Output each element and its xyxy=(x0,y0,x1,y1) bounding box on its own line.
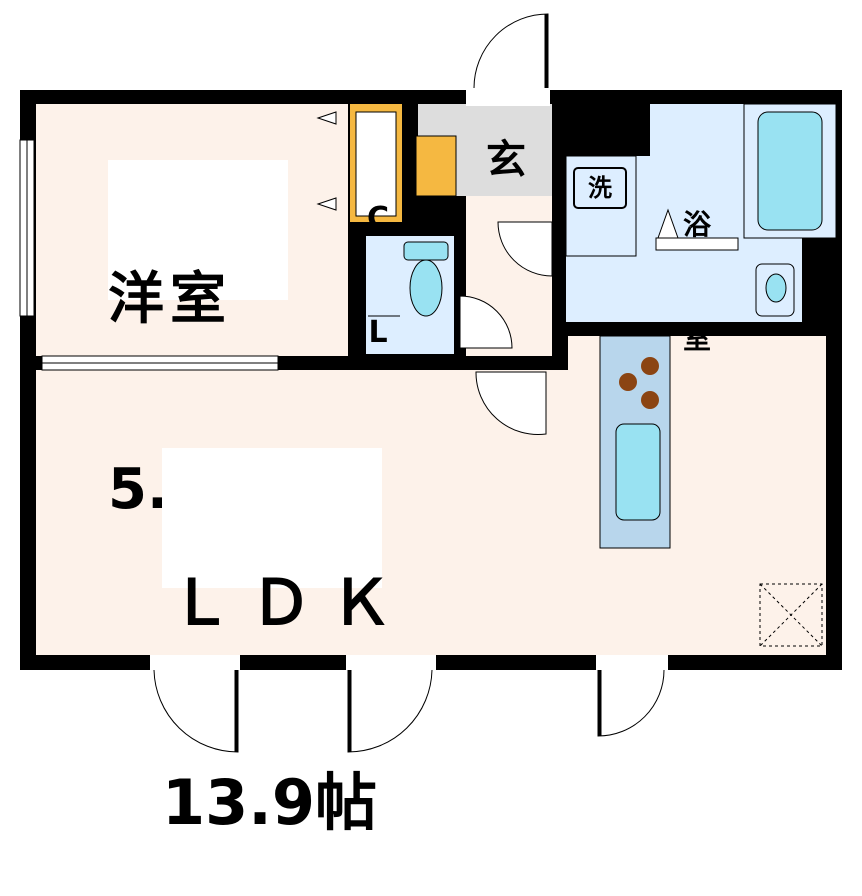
toilet-tank xyxy=(403,241,449,261)
front-door-swing xyxy=(473,13,549,89)
stove-burner-2 xyxy=(619,373,637,391)
entrance-step xyxy=(418,104,458,126)
stove-burner-1 xyxy=(641,357,659,375)
storage-box-cross-2 xyxy=(759,583,823,647)
entrance-storage xyxy=(415,135,457,197)
bathroom-label-bottom: 室 xyxy=(682,322,711,355)
stove-burner-3 xyxy=(641,391,659,409)
south-opening-1 xyxy=(150,655,240,671)
closet-door-arrow-top xyxy=(316,111,337,125)
ldk-label: ＬＤＫ 13.9帖 xyxy=(162,448,392,834)
closet-label-bottom: L xyxy=(368,315,388,350)
ldk-size: 13.9帖 xyxy=(162,766,377,839)
toilet-bowl xyxy=(409,259,443,317)
south-opening-3 xyxy=(596,655,668,671)
kitchen-sink xyxy=(615,423,661,521)
ldk-door xyxy=(475,371,547,435)
closet-label-top: C xyxy=(366,201,390,236)
south-door-1-swing xyxy=(153,669,239,753)
bathtub xyxy=(757,111,823,231)
bathroom-label: 浴 室 xyxy=(676,130,718,396)
entrance-label: 玄 xyxy=(486,137,526,183)
floor-plan xyxy=(19,13,842,753)
closet-label: C L xyxy=(356,124,400,390)
western-room-label: 洋室 5.4帖 xyxy=(108,160,288,518)
storage-box xyxy=(759,583,823,647)
south-door-3-swing xyxy=(597,669,665,737)
closet-inner xyxy=(355,111,397,217)
toilet-door xyxy=(459,295,513,349)
bathroom-label-top: 浴 xyxy=(682,208,711,241)
washing-machine-pan xyxy=(573,167,627,209)
ldk-name: ＬＤＫ xyxy=(170,566,411,639)
south-opening-2 xyxy=(346,655,436,671)
closet-door-arrow-bottom xyxy=(316,197,337,211)
south-door-2-swing xyxy=(347,669,433,753)
washroom-door xyxy=(497,221,553,277)
bathroom-threshold xyxy=(655,237,739,251)
front-door-opening xyxy=(466,88,550,106)
western-room-name: 洋室 xyxy=(108,267,232,332)
washer-label: 洗 xyxy=(588,174,612,202)
washbasin-bowl xyxy=(765,273,787,303)
